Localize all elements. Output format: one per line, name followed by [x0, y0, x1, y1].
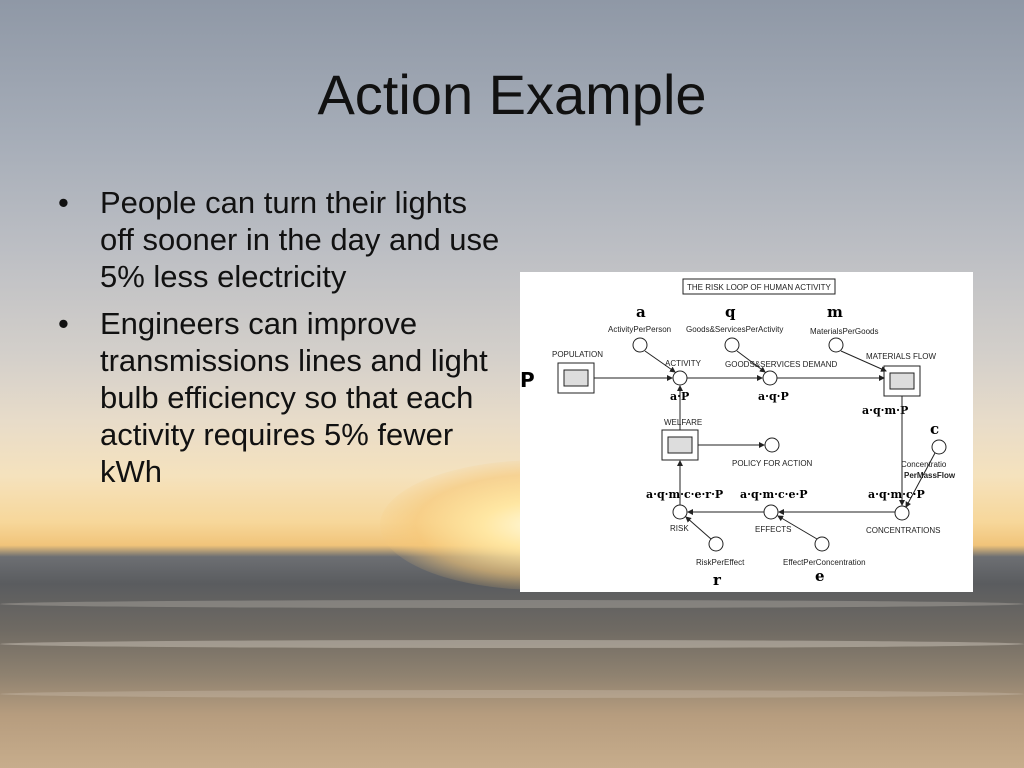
handwritten-m: m	[827, 303, 843, 321]
bullet-icon: •	[58, 306, 69, 341]
materials-flow-label: MATERIALS FLOW	[866, 352, 937, 361]
handwritten-aqp: a·q·P	[758, 390, 789, 403]
handwritten-c: c	[930, 420, 939, 438]
handwritten-per-mass-flow: PerMassFlow	[904, 471, 956, 480]
arrow	[840, 350, 887, 372]
bullet-item: • Engineers can improve transmissions li…	[52, 305, 502, 490]
arrow	[644, 350, 676, 373]
wave-line	[0, 640, 1024, 648]
concentrations-node	[894, 505, 910, 521]
welfare-label: WELFARE	[664, 418, 702, 427]
handwritten-r: r	[713, 571, 722, 589]
wave-line	[0, 600, 1024, 608]
activity-per-person-node	[632, 337, 648, 353]
activity-label: ACTIVITY	[665, 359, 702, 368]
welfare-stock-inner	[667, 436, 693, 454]
population-label: POPULATION	[552, 350, 603, 359]
bullet-text: People can turn their lights off sooner …	[100, 185, 500, 294]
risk-loop-diagram: THE RISK LOOP OF HUMAN ACTIVITY Activity…	[520, 272, 973, 592]
slide-title: Action Example	[317, 63, 707, 126]
handwritten-aqmcp: a·q·m·c·P	[868, 488, 925, 501]
policy-node	[764, 437, 780, 453]
effect-per-concentration-node	[814, 536, 830, 552]
activity-per-person-label: ActivityPerPerson	[608, 325, 671, 334]
bullet-text: Engineers can improve transmissions line…	[100, 306, 488, 489]
population-stock-inner	[563, 369, 589, 387]
goods-per-activity-node	[724, 337, 740, 353]
wave-line	[0, 690, 1024, 698]
materials-flow-stock-inner	[889, 372, 915, 390]
arrow	[685, 516, 712, 540]
handwritten-a: a	[636, 303, 646, 321]
diagram-title: THE RISK LOOP OF HUMAN ACTIVITY	[687, 283, 832, 292]
concentration-node	[931, 439, 947, 455]
risk-per-effect-label: RiskPerEffect	[696, 558, 745, 567]
bullet-icon: •	[58, 185, 69, 220]
arrow	[777, 515, 818, 540]
arrow	[905, 452, 936, 508]
risk-label: RISK	[670, 524, 689, 533]
risk-per-effect-node	[708, 536, 724, 552]
bullet-list: • People can turn their lights off soone…	[52, 184, 502, 500]
concentrations-label: CONCENTRATIONS	[866, 526, 941, 535]
handwritten-aqmcep: a·q·m·c·e·P	[740, 488, 808, 501]
risk-node	[672, 504, 688, 520]
goods-per-activity-label: Goods&ServicesPerActivity	[686, 325, 783, 334]
concentration-label: Concentratio	[901, 460, 947, 469]
materials-per-goods-node	[828, 337, 844, 353]
arrow	[736, 350, 766, 373]
handwritten-aqmp: a·q·m·P	[862, 404, 908, 417]
effects-node	[763, 504, 779, 520]
goods-demand-node	[762, 370, 778, 386]
handwritten-q: q	[725, 303, 736, 321]
goods-demand-label: GOODS&SERVICES DEMAND	[725, 360, 838, 369]
handwritten-p: P	[520, 368, 535, 392]
handwritten-e: e	[815, 567, 825, 585]
policy-label: POLICY FOR ACTION	[732, 459, 813, 468]
effects-label: EFFECTS	[755, 525, 791, 534]
diagram-title-box	[682, 278, 836, 295]
materials-per-goods-label: MaterialsPerGoods	[810, 327, 878, 336]
activity-node	[672, 370, 688, 386]
handwritten-aqmcerp: a·q·m·c·e·r·P	[646, 488, 723, 501]
effect-per-concentration-label: EffectPerConcentration	[783, 558, 866, 567]
bullet-item: • People can turn their lights off soone…	[52, 184, 502, 295]
